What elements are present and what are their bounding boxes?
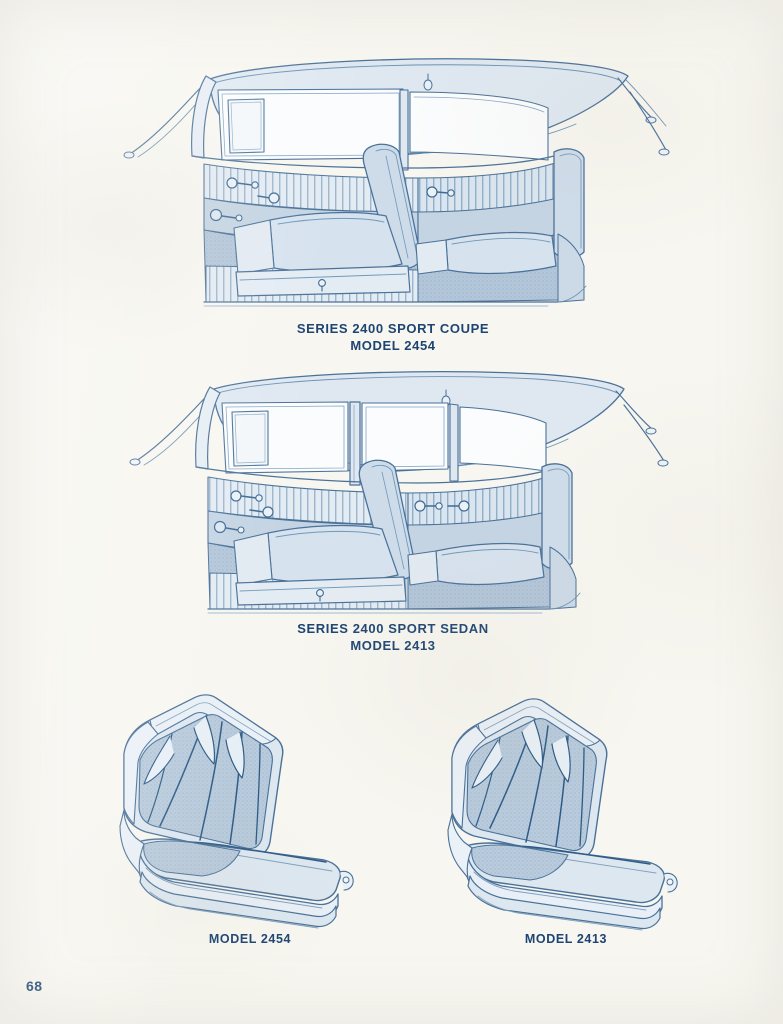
rear-door-handle-icon: [447, 500, 470, 512]
figure-seat-2454: [110, 692, 370, 929]
caption-line-2: MODEL 2413: [350, 638, 436, 654]
caption-line-1: SERIES 2400 SPORT SEDAN: [297, 621, 489, 636]
figure-seat-2413: [430, 692, 690, 931]
rear-door-handle-icon: [426, 186, 455, 198]
seat-caption-2454: MODEL 2454: [208, 932, 292, 946]
seat-adjuster-knob-icon: [316, 589, 324, 602]
seat-hinge-icon: [663, 872, 678, 893]
page-number: 68: [26, 978, 43, 994]
door-handle-icon: [257, 192, 280, 204]
seat-adjuster-knob-icon: [318, 279, 326, 292]
seat-caption-2413: MODEL 2413: [524, 932, 608, 946]
bench-seat-icon: [119, 694, 354, 929]
figure-sport-coupe-interior: SERIES 2400 SPORT COUPE MODEL 2454: [118, 52, 670, 353]
armrest-handle-icon: [209, 208, 243, 222]
caption-line-2: MODEL 2454: [350, 338, 436, 354]
figure-caption-sport-sedan: SERIES 2400 SPORT SEDAN MODEL 2413: [118, 620, 668, 654]
rear-window-crank-icon: [414, 500, 443, 512]
dome-lamp-icon: [423, 73, 433, 91]
car-interior-cutaway-icon: [129, 371, 669, 614]
figure-sport-sedan-interior: SERIES 2400 SPORT SEDAN MODEL 2413: [118, 365, 669, 653]
window-crank-icon: [230, 490, 263, 502]
seat-hinge-icon: [339, 870, 354, 891]
car-interior-cutaway-icon: [123, 58, 670, 307]
door-handle-icon: [249, 506, 274, 518]
armrest-handle-icon: [213, 520, 245, 534]
bench-seat-icon: [447, 698, 678, 931]
caption-line-1: SERIES 2400 SPORT COUPE: [296, 321, 490, 336]
window-crank-icon: [226, 177, 259, 189]
figure-caption-sport-coupe: SERIES 2400 SPORT COUPE MODEL 2454: [118, 320, 668, 354]
